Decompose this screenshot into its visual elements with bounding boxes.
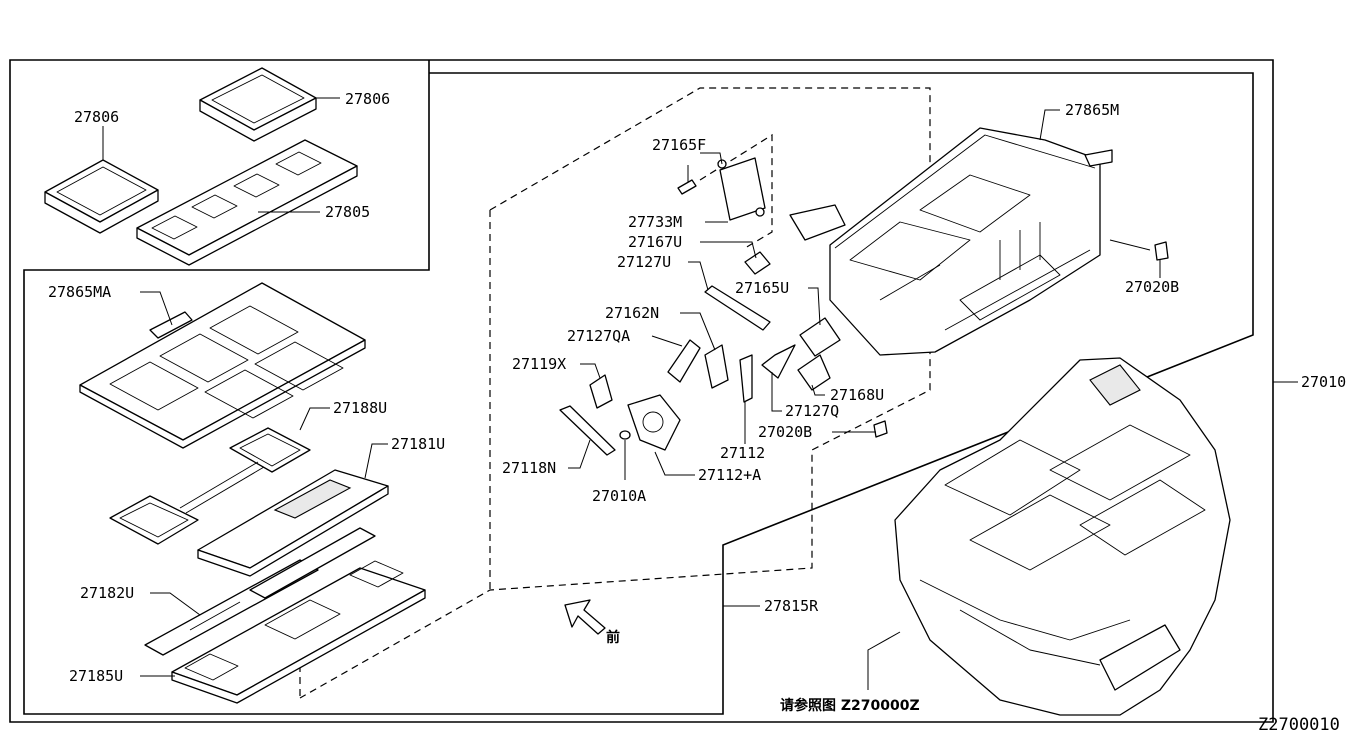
lever-27127U (704, 285, 771, 331)
label-27127QA: 27127QA (567, 327, 630, 345)
duct-27181U (197, 469, 389, 577)
filter-27806-left (44, 159, 159, 234)
label-27188U: 27188U (333, 399, 387, 417)
clip-27020B-top (1154, 241, 1169, 261)
label-27181U: 27181U (391, 435, 445, 453)
reference-note: 请参照图 Z270000Z (780, 697, 920, 714)
label-27010A: 27010A (592, 487, 646, 505)
label-27162N: 27162N (605, 304, 659, 322)
filter-cover-27805 (136, 139, 358, 266)
cover-27865MA (79, 282, 366, 449)
rod-27118N (559, 405, 616, 456)
label-27167U: 27167U (628, 233, 682, 251)
gear-27112A (627, 394, 681, 451)
screw-27165F (677, 179, 697, 195)
clip-27020B-bottom (873, 420, 888, 438)
front-arrow-icon (564, 599, 606, 635)
diagram-id: Z2700010 (1258, 715, 1340, 735)
label-27865M: 27865M (1065, 101, 1119, 119)
duct-27185U (171, 560, 426, 704)
lever-27127QA (667, 339, 701, 383)
link-27119X (589, 374, 613, 409)
front-direction-label: 前 (606, 629, 620, 646)
hvac-unit-27815R (894, 357, 1231, 716)
label-27020B-bottom: 27020B (758, 423, 812, 441)
label-27806-right: 27806 (345, 90, 390, 108)
lever-27127Q (761, 344, 796, 379)
washer-27010A (619, 430, 631, 440)
outer-frame (9, 59, 1274, 723)
subassembly-dashed-boundary (699, 133, 773, 249)
actuator-27165U (799, 317, 841, 357)
label-27119X: 27119X (512, 355, 566, 373)
label-27127Q: 27127Q (785, 402, 839, 420)
label-27010: 27010 (1301, 373, 1346, 391)
label-27815R: 27815R (764, 597, 819, 615)
label-27165U: 27165U (735, 279, 789, 297)
filter-27806-right (199, 67, 317, 142)
lever-27112 (739, 354, 753, 403)
assembly-dashed-boundary (299, 87, 931, 699)
actuator-27733M (717, 157, 766, 221)
label-27118N: 27118N (502, 459, 556, 477)
lever-27168U (797, 354, 831, 391)
label-27165F: 27165F (652, 136, 706, 154)
leader-lines (102, 97, 1298, 690)
label-27805: 27805 (325, 203, 370, 221)
label-27806-left: 27806 (74, 108, 119, 126)
label-27112A: 27112+A (698, 466, 761, 484)
duct-27182U (144, 527, 376, 656)
label-27182U: 27182U (80, 584, 134, 602)
label-27185U: 27185U (69, 667, 123, 685)
label-27020B-top: 27020B (1125, 278, 1179, 296)
label-27127U: 27127U (617, 253, 671, 271)
label-27168U: 27168U (830, 386, 884, 404)
duct-27188U (109, 427, 311, 545)
label-27112: 27112 (720, 444, 765, 462)
link-27167U (744, 251, 771, 275)
label-27865MA: 27865MA (48, 283, 111, 301)
part-labels: 27806 27806 27805 27865M 27865MA 27165F … (48, 90, 1346, 685)
label-27733M: 27733M (628, 213, 682, 231)
inner-frames (23, 60, 1254, 715)
heater-case-27865M (789, 127, 1113, 356)
lever-27162N (704, 344, 729, 389)
